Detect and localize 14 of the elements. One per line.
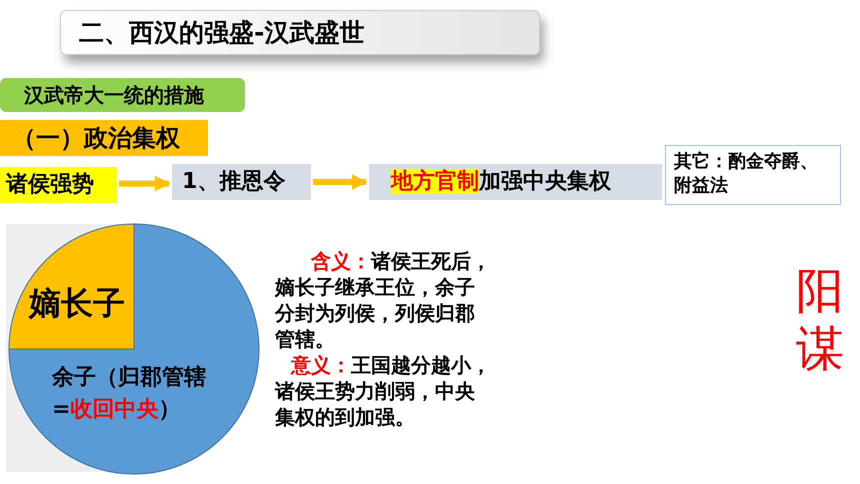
side-note: 阳谋	[796, 262, 845, 378]
cause-box: 诸侯强势	[0, 167, 117, 203]
slice-label: 余子（归郡管辖=收回中央）	[52, 364, 207, 424]
title-banner: 二、西汉的强盛-汉武盛世	[60, 10, 540, 55]
significance-paragraph: 意义：王国越分越小，诸侯王势力削弱，中央集权的到加强。	[275, 352, 492, 430]
arrow	[313, 174, 368, 190]
section-band: （一）政治集权	[0, 120, 208, 156]
policy-box: 1、推恩令	[172, 164, 311, 200]
arrow	[119, 176, 171, 192]
result-box: 地方官制加强中央集权	[369, 164, 662, 200]
meaning-paragraph: 含义：诸侯王死后，嫡长子继承王位，余子分封为列侯，列侯归郡管辖。	[275, 248, 492, 352]
slice-label: 嫡长子	[29, 283, 126, 324]
note-box: 其它：酌金夺爵、附益法	[665, 145, 841, 205]
category-band: 汉武帝大一统的措施	[0, 78, 245, 112]
